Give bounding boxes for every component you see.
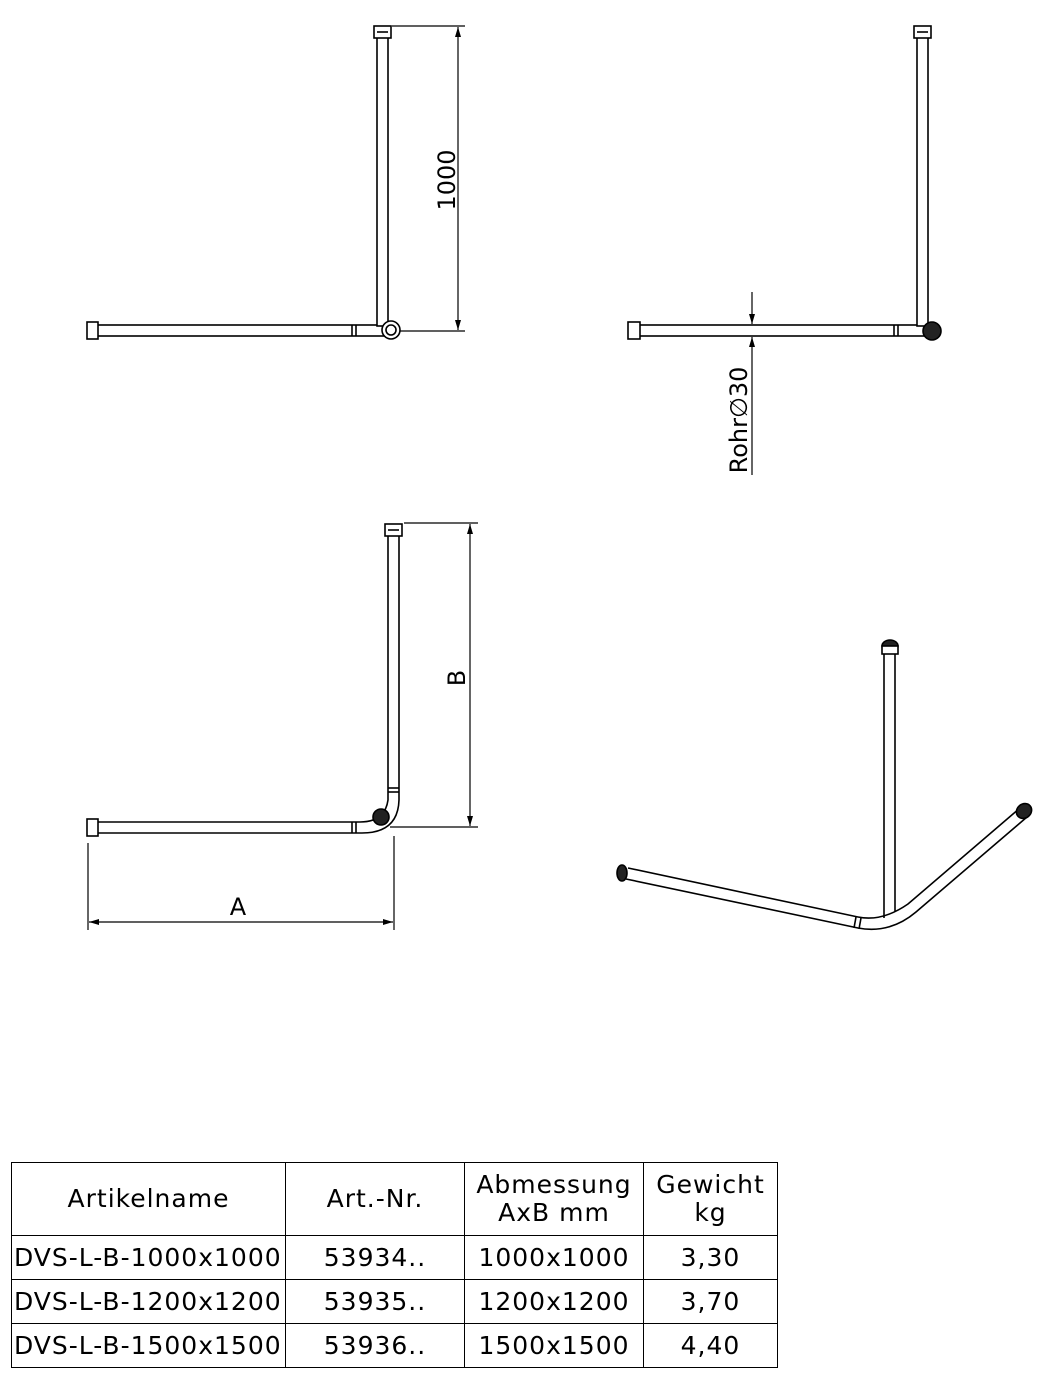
spec-table: Artikelname Art.-Nr. Abmessung AxB mm Ge… <box>11 1162 778 1368</box>
table-row: DVS-L-B-1500x1500 53936.. 1500x1500 4,40 <box>11 1323 778 1368</box>
cell-gewicht: 4,40 <box>643 1323 778 1368</box>
dim-label-a: A <box>230 893 247 921</box>
cell-abmessung: 1200x1200 <box>464 1279 644 1324</box>
view-bottom-left <box>86 522 478 930</box>
table-row: DVS-L-B-1200x1200 53935.. 1200x1200 3,70 <box>11 1279 778 1324</box>
header-gewicht: Gewicht kg <box>643 1162 778 1236</box>
cell-artikelname: DVS-L-B-1000x1000 <box>11 1235 286 1280</box>
cell-artikelname: DVS-L-B-1200x1200 <box>11 1279 286 1324</box>
cell-artikelname: DVS-L-B-1500x1500 <box>11 1323 286 1368</box>
header-abmessung: Abmessung AxB mm <box>464 1162 644 1236</box>
cell-art-nr: 53935.. <box>285 1279 465 1324</box>
header-art-nr: Art.-Nr. <box>285 1162 465 1236</box>
view-isometric <box>616 639 1033 931</box>
dim-height-1000: 1000 <box>433 149 461 210</box>
cell-gewicht: 3,30 <box>643 1235 778 1280</box>
dim-pipe-diameter: Rohr∅30 <box>725 367 753 474</box>
dim-label-b: B <box>443 670 471 686</box>
cell-abmessung: 1000x1000 <box>464 1235 644 1280</box>
cell-abmessung: 1500x1500 <box>464 1323 644 1368</box>
cell-gewicht: 3,70 <box>643 1279 778 1324</box>
cell-art-nr: 53934.. <box>285 1235 465 1280</box>
header-artikelname: Artikelname <box>11 1162 286 1236</box>
table-row: DVS-L-B-1000x1000 53934.. 1000x1000 3,30 <box>11 1235 778 1280</box>
technical-drawing: 1000 Rohr∅30 B A <box>86 25 1033 931</box>
view-top-right <box>627 25 942 475</box>
table-header-row: Artikelname Art.-Nr. Abmessung AxB mm Ge… <box>11 1162 778 1236</box>
view-top-left <box>86 25 465 340</box>
cell-art-nr: 53936.. <box>285 1323 465 1368</box>
